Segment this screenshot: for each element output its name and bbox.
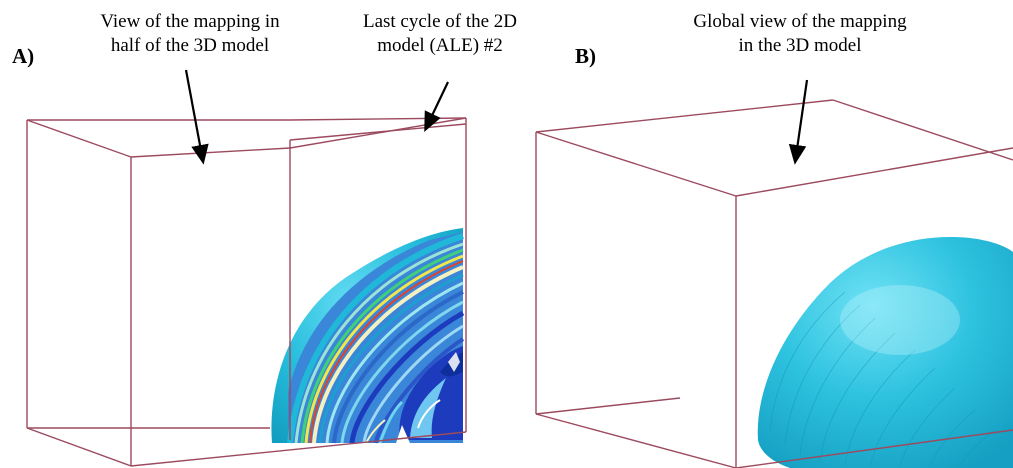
panel-a-right-label-line1: Last cycle of the 2D — [362, 11, 518, 32]
panel-b-label: Global view of the mapping in the 3D mod… — [650, 10, 950, 58]
panel-a — [26, 69, 467, 467]
panel-a-bounding-box — [26, 117, 467, 467]
panel-b — [535, 79, 1013, 468]
panel-b-label-line1: Global view of the mapping — [693, 11, 907, 32]
panel-b-dome-highlight — [840, 285, 960, 355]
panel-b-dome-texture — [769, 291, 996, 467]
panel-a-section-contours — [287, 233, 465, 444]
panel-a-right-arrow — [424, 81, 449, 132]
panel-a-left-label-line2: half of the 3D model — [110, 35, 270, 56]
panel-a-left-arrow — [184, 69, 209, 165]
panel-a-right-label: Last cycle of the 2D model (ALE) #2 — [330, 10, 550, 58]
panel-b-letter: B) — [575, 44, 596, 68]
panel-b-bounding-box-back — [535, 99, 1013, 468]
panel-a-left-label: View of the mapping in half of the 3D mo… — [70, 10, 310, 58]
panel-b-bounding-box-front — [735, 429, 1013, 468]
panel-a-letter: A) — [12, 44, 35, 68]
panel-a-section-core — [365, 346, 463, 444]
panel-b-mapping-dome — [757, 237, 1013, 468]
panel-a-left-label-line1: View of the mapping in — [100, 11, 280, 32]
panel-b-label-line2: in the 3D model — [738, 35, 862, 56]
panel-b-arrow — [788, 79, 809, 165]
panel-a-right-label-line2: model (ALE) #2 — [377, 35, 503, 56]
